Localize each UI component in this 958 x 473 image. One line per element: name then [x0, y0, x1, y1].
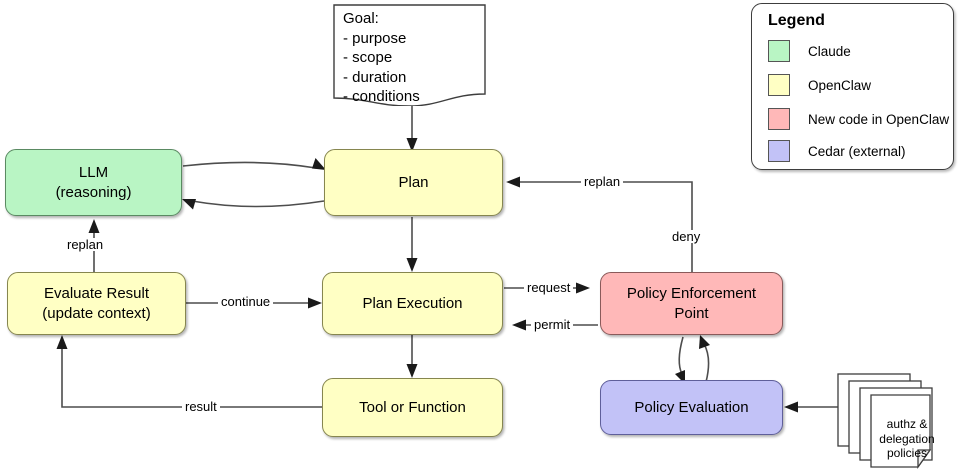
policy-docs-line1: authz & [886, 417, 928, 431]
edge-label-deny: deny [669, 230, 704, 243]
edge-label-result: result [182, 400, 220, 413]
node-tool-or-function[interactable]: Tool or Function [322, 378, 503, 437]
node-plan-execution[interactable]: Plan Execution [322, 272, 503, 335]
goal-note: Goal: - purpose - scope - duration - con… [331, 2, 488, 107]
node-evaluate-result-line2: (update context) [42, 304, 151, 322]
legend-label-new-code: New code in OpenClaw [808, 111, 950, 127]
edge-plan-execution-to-tool [406, 335, 418, 378]
legend-item-openclaw: OpenClaw [768, 74, 871, 96]
policy-docs-line2: delegation [879, 431, 935, 446]
legend-label-cedar: Cedar (external) [808, 143, 906, 159]
node-plan-execution-label: Plan Execution [362, 294, 463, 312]
legend-swatch-claude [768, 40, 790, 62]
edge-plan-to-llm [182, 199, 325, 210]
node-policy-evaluation-label: Policy Evaluation [634, 398, 749, 416]
edge-pep-to-plan-replan [506, 176, 693, 272]
edge-plan-to-plan-execution [406, 217, 418, 272]
node-llm-line1: LLM [78, 164, 109, 182]
legend-swatch-cedar [768, 140, 790, 162]
node-evaluate-result[interactable]: Evaluate Result(update context) [7, 272, 186, 335]
node-llm[interactable]: LLM(reasoning) [5, 149, 182, 216]
node-pep-line2: Point [674, 304, 709, 322]
node-tool-or-function-label: Tool or Function [359, 398, 466, 416]
node-pep-line1: Policy Enforcement [626, 285, 757, 303]
legend: Legend Claude OpenClaw New code in OpenC… [751, 3, 954, 170]
node-plan[interactable]: Plan [324, 149, 503, 216]
edge-label-request: request [524, 281, 574, 294]
legend-title: Legend [768, 12, 825, 29]
node-llm-label: LLM(reasoning) [50, 163, 138, 201]
legend-label-claude: Claude [808, 43, 851, 59]
edge-pep-to-policy-evaluation [675, 336, 685, 384]
edge-tool-to-evaluate-result [56, 335, 322, 408]
policy-documents-shape [837, 373, 933, 470]
node-llm-line2: (reasoning) [55, 183, 132, 201]
edge-llm-to-plan [182, 158, 326, 170]
goal-note-text: Goal: - purpose - scope - duration - con… [343, 10, 420, 105]
legend-swatch-new-code [768, 108, 790, 130]
node-plan-label: Plan [398, 173, 429, 191]
node-policy-evaluation[interactable]: Policy Evaluation [600, 380, 783, 435]
edge-label-permit: permit [531, 318, 574, 331]
node-evaluate-result-label: Evaluate Result(update context) [36, 284, 156, 322]
legend-item-claude: Claude [768, 40, 851, 62]
node-evaluate-result-line1: Evaluate Result [43, 285, 150, 303]
edge-policy-docs-to-policy-evaluation [784, 401, 838, 413]
goal-note-shape [333, 4, 486, 107]
edge-label-replan-plan: replan [581, 175, 624, 188]
legend-swatch-openclaw [768, 74, 790, 96]
legend-item-cedar: Cedar (external) [768, 140, 906, 162]
edge-policy-evaluation-to-pep [699, 335, 710, 383]
edge-label-continue: continue [218, 295, 274, 308]
legend-label-openclaw: OpenClaw [808, 77, 872, 93]
legend-item-new-code: New code in OpenClaw [768, 108, 949, 130]
edge-label-replan-llm: replan [64, 238, 107, 251]
policy-docs-line3: policies [886, 446, 928, 461]
